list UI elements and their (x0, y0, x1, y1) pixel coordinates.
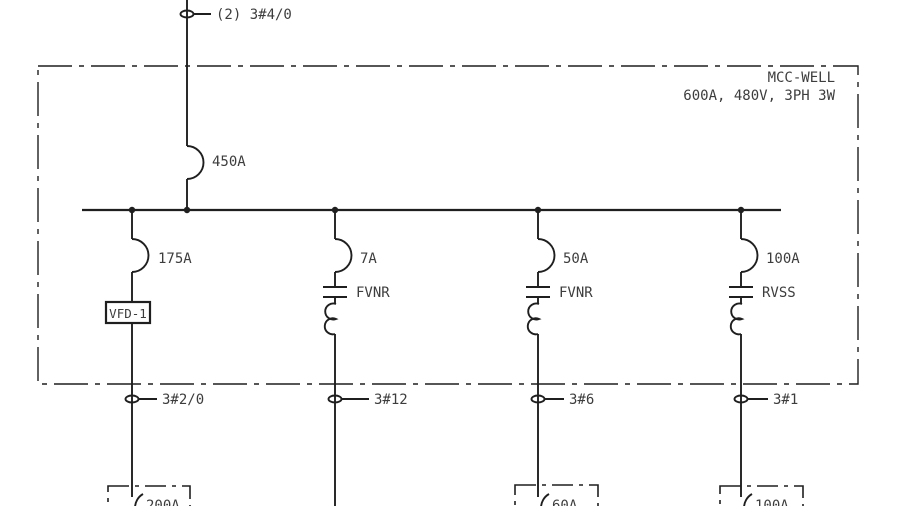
conductor-label: 3#6 (569, 392, 594, 408)
breaker-rating: 50A (563, 251, 589, 267)
feeder-fvnr-7a: 7A FVNR 3#12 (323, 210, 408, 506)
overload-relay-icon (729, 302, 745, 336)
conductor-label: 3#1 (773, 392, 798, 408)
breaker-icon (740, 238, 759, 273)
overload-relay-icon (323, 302, 339, 336)
vfd-tag-label: VFD-1 (109, 306, 147, 321)
feeder-vfd1: 175A VFD-1 3#2/0 200A (104, 210, 204, 506)
load-boundary (719, 485, 804, 506)
incoming-feeder: (2) 3#4/0 450A (179, 0, 292, 210)
mcc-rating-label: 600A, 480V, 3PH 3W (683, 88, 835, 104)
conduit-tag-icon (530, 394, 546, 404)
breaker-rating: 7A (360, 251, 377, 267)
conduit-tag-icon (124, 394, 140, 404)
breaker-rating: 175A (158, 251, 192, 267)
load-breaker-rating: 60A (552, 498, 578, 506)
load-breaker-rating: 200A (146, 498, 180, 506)
main-breaker-icon (186, 145, 205, 180)
conductor-label: 3#12 (374, 392, 408, 408)
load-boundary (514, 484, 599, 506)
breaker-icon (131, 238, 150, 273)
bus-junction-dot (183, 206, 191, 214)
conduit-tag-icon (733, 394, 749, 404)
conductor-label: 3#2/0 (162, 392, 204, 408)
starter-type-label: FVNR (356, 285, 390, 301)
overload-relay-icon (526, 302, 542, 336)
load-breaker-icon (134, 493, 144, 506)
conduit-tag-icon (179, 9, 195, 19)
vfd-tag-box (104, 300, 152, 325)
load-breaker-rating: 100A (755, 498, 789, 506)
load-breaker-icon (540, 493, 550, 506)
starter-type-label: RVSS (762, 285, 796, 301)
incoming-conductor-label: (2) 3#4/0 (216, 7, 292, 23)
breaker-icon (537, 238, 556, 273)
conduit-tag-icon (327, 394, 343, 404)
mcc-name-label: MCC-WELL (768, 70, 835, 86)
breaker-icon (334, 238, 353, 273)
breaker-rating: 100A (766, 251, 800, 267)
feeder-rvss-100a: 100A RVSS 3#1 100A (719, 210, 804, 506)
load-breaker-icon (743, 493, 753, 506)
feeder-fvnr-50a: 50A FVNR 3#6 60A (514, 210, 599, 506)
load-boundary (107, 485, 191, 506)
main-breaker-rating: 450A (212, 154, 246, 170)
mcc-enclosure-boundary (37, 65, 859, 385)
starter-type-label: FVNR (559, 285, 593, 301)
